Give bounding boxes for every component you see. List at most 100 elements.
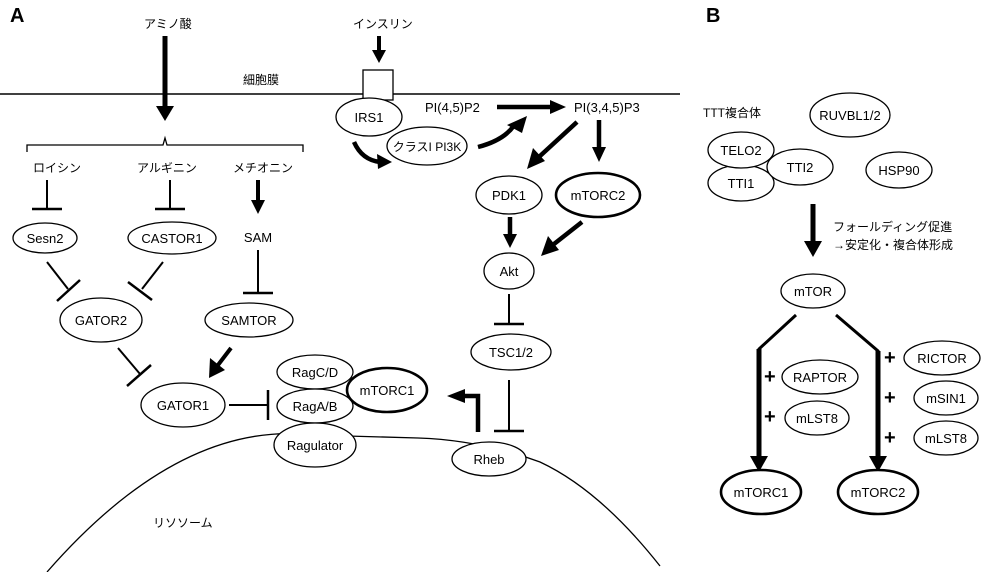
pip2-to-pip3-arrow-head	[550, 100, 566, 114]
node-mtor-label: mTOR	[794, 284, 832, 299]
node-ragulator-label: Ragulator	[287, 438, 344, 453]
node-ruvbl-label: RUVBL1/2	[819, 108, 880, 123]
mtor-to-mtorc1-head	[750, 456, 768, 472]
node-tti2-label: TTI2	[787, 160, 814, 175]
amino-acid-arrow-head	[156, 106, 174, 121]
node-mtorc2-b	[836, 468, 920, 516]
castor1-inhibit-line	[141, 261, 164, 290]
node-mlst8-2	[913, 420, 979, 456]
node-rictor	[903, 340, 981, 376]
folding-label-line1: フォールディング促進	[833, 219, 952, 234]
node-akt	[483, 252, 535, 290]
node-raptor	[781, 359, 859, 395]
node-mtor	[780, 273, 846, 309]
node-msin1	[913, 380, 979, 416]
node-rheb	[451, 441, 527, 477]
arginine-label: アルギニン	[137, 161, 197, 175]
panel-b-label: B	[706, 5, 720, 27]
castor1-inhibit-bar	[127, 281, 153, 301]
plus-raptor: +	[764, 366, 776, 388]
node-hsp90	[865, 151, 933, 189]
mtorc2-to-akt-head	[541, 236, 559, 256]
lysosome-membrane	[46, 433, 661, 572]
cell-membrane-label: 細胞膜	[243, 73, 279, 87]
node-rheb-label: Rheb	[473, 452, 504, 467]
node-hsp90-label: HSP90	[878, 163, 919, 178]
node-ragulator	[273, 422, 357, 468]
node-tti2	[766, 148, 834, 186]
node-akt-label: Akt	[500, 264, 519, 279]
insulin-arrow-head	[372, 50, 386, 63]
gator2-inhibit-bar	[126, 364, 152, 387]
pi3k-curved-arrow	[477, 122, 517, 150]
node-samtor	[204, 302, 294, 338]
pip3-label: PI(3,4,5)P3	[574, 100, 640, 115]
node-raptor-label: RAPTOR	[793, 370, 847, 385]
node-mlst8-1	[784, 400, 850, 436]
lysosome-label: リソソーム	[153, 516, 213, 530]
node-gator1	[140, 382, 226, 428]
node-pdk1-label: PDK1	[492, 188, 526, 203]
sesn2-inhibit-line	[46, 261, 69, 290]
node-samtor-label: SAMTOR	[221, 313, 276, 328]
pip3-to-mtorc2-head	[592, 147, 606, 162]
sesn2-inhibit-bar	[56, 279, 81, 302]
mtor-to-mtorc2-head	[869, 456, 887, 472]
node-tsc	[470, 333, 552, 371]
sam-label: SAM	[244, 230, 272, 245]
node-tti1-label: TTI1	[728, 176, 755, 191]
insulin-receptor	[362, 69, 394, 101]
node-pi3k	[386, 126, 468, 166]
methionine-arrow-head	[251, 200, 265, 214]
node-sesn2	[12, 222, 78, 254]
node-gator2-label: GATOR2	[75, 313, 127, 328]
node-telo2-label: TELO2	[720, 143, 761, 158]
pip2-label: PI(4,5)P2	[425, 100, 480, 115]
node-gator2	[59, 297, 143, 343]
panel-a-label: A	[10, 5, 24, 27]
pip3-to-pdk1-head	[527, 148, 545, 169]
samtor-arrow-head	[209, 358, 225, 378]
node-mtorc2-b-label: mTORC2	[851, 485, 906, 500]
pi3k-curved-arrow-head	[507, 116, 527, 133]
node-sesn2-label: Sesn2	[27, 231, 64, 246]
node-gator1-label: GATOR1	[157, 398, 209, 413]
amino-acid-label: アミノ酸	[144, 16, 192, 31]
irs1-curved-arrow-head	[377, 154, 392, 169]
node-rictor-label: RICTOR	[917, 351, 967, 366]
irs1-curved-arrow	[351, 141, 381, 165]
node-castor1	[127, 221, 217, 255]
node-mtorc1-a-label: mTORC1	[360, 383, 415, 398]
plus-msin1: +	[884, 387, 896, 409]
node-ruvbl	[809, 92, 891, 138]
node-mtorc1-b	[719, 468, 803, 516]
folding-arrow-head	[804, 241, 822, 257]
node-pdk1	[475, 175, 543, 215]
pip3-to-pdk1-shaft	[538, 120, 579, 158]
node-castor1-label: CASTOR1	[141, 231, 202, 246]
folding-label-line2: →安定化・複合体形成	[833, 237, 953, 252]
node-mlst8-1-label: mLST8	[796, 411, 838, 426]
rheb-to-mtorc1-head	[447, 389, 465, 403]
node-pi3k-label: クラスI PI3K	[393, 140, 461, 154]
plus-mlst8-1: +	[764, 406, 776, 428]
plus-mlst8-2: +	[884, 427, 896, 449]
amino-acid-bracket	[26, 135, 304, 152]
node-ragcd-label: RagC/D	[292, 365, 338, 380]
plus-rictor: +	[884, 347, 896, 369]
node-ragab-label: RagA/B	[293, 399, 338, 414]
ttt-complex-label: TTT複合体	[703, 105, 761, 120]
node-mtorc2-a	[554, 171, 642, 219]
leucine-label: ロイシン	[33, 161, 81, 175]
gator2-inhibit-line	[117, 347, 141, 375]
insulin-label: インスリン	[353, 17, 413, 31]
node-tsc-label: TSC1/2	[489, 345, 533, 360]
pdk1-to-akt-head	[503, 234, 517, 248]
node-mtorc1-b-label: mTORC1	[734, 485, 789, 500]
node-telo2	[707, 131, 775, 169]
node-irs1	[335, 97, 403, 137]
node-irs1-label: IRS1	[355, 110, 384, 125]
node-mtorc1-a	[345, 366, 429, 414]
node-mlst8-2-label: mLST8	[925, 431, 967, 446]
rheb-to-mtorc1-shaft	[462, 393, 481, 432]
